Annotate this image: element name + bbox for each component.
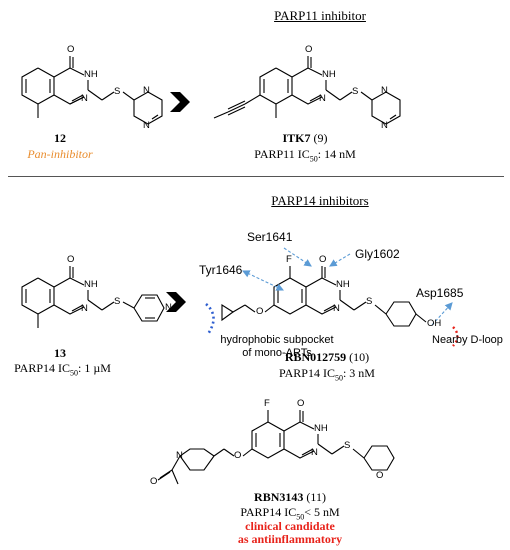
activity-sub: 50 bbox=[334, 373, 343, 383]
atom-n: N bbox=[176, 450, 183, 461]
activity-value: < 5 nM bbox=[304, 505, 340, 519]
atom-nh: NH bbox=[322, 69, 336, 80]
pocket-line-2: of mono-ARTs bbox=[242, 347, 312, 359]
atom-n: N bbox=[143, 120, 150, 131]
activity-sub: 50 bbox=[70, 368, 78, 378]
activity-prefix: PARP14 IC bbox=[240, 505, 297, 519]
parp11-heading: PARP11 inhibitor bbox=[274, 8, 366, 23]
atom-n: N bbox=[311, 447, 318, 458]
pan-inhibitor-label: Pan-inhibitor bbox=[27, 147, 93, 161]
atom-n: N bbox=[165, 302, 172, 313]
atom-nh: NH bbox=[84, 279, 98, 290]
rbn3143-name-text: RBN3143 bbox=[254, 490, 304, 504]
residue-asp1685: Asp1685 bbox=[416, 286, 464, 300]
compound-13-activity: PARP14 IC50: 1 µM bbox=[5, 361, 120, 377]
candidate-line-1: clinical candidate bbox=[245, 519, 335, 533]
rbn3143-number: (11) bbox=[306, 490, 326, 504]
residue-gly1602: Gly1602 bbox=[355, 247, 400, 261]
residue-ser1641: Ser1641 bbox=[247, 230, 293, 244]
atom-n: N bbox=[333, 303, 340, 314]
atom-o: O bbox=[376, 470, 384, 481]
activity-prefix: PARP14 IC bbox=[279, 366, 335, 380]
rbn012759-number: (10) bbox=[349, 350, 370, 364]
atom-nh: NH bbox=[314, 423, 328, 434]
rbn012759-name: RBN012759 (10) bbox=[262, 350, 392, 365]
compound-13-number: 13 bbox=[54, 346, 66, 360]
rbn3143-name: RBN3143 (11) bbox=[230, 490, 350, 505]
atom-o: O bbox=[67, 254, 75, 265]
atom-o: O bbox=[234, 450, 242, 461]
activity-sub: 50 bbox=[296, 512, 305, 522]
candidate-line-2: as antiinflammatory bbox=[237, 532, 343, 546]
dloop-annotation: Nearby D-loop bbox=[432, 334, 503, 346]
atom-s: S bbox=[352, 86, 359, 97]
activity-prefix: PARP11 IC bbox=[254, 147, 310, 161]
atom-s: S bbox=[114, 86, 121, 97]
parp14-heading: PARP14 inhibitors bbox=[271, 193, 369, 208]
atom-n: N bbox=[381, 120, 388, 131]
atom-nh: NH bbox=[336, 279, 350, 290]
atom-o: O bbox=[256, 306, 264, 317]
atom-n: N bbox=[81, 303, 88, 314]
rbn012759-name-text: RBN012759 bbox=[284, 350, 347, 364]
clinical-candidate-label: clinical candidate as antiinflammatory bbox=[215, 520, 365, 546]
itk7-name-text: ITK7 bbox=[282, 131, 311, 145]
rbn012759-activity: PARP14 IC50: 3 nM bbox=[252, 366, 402, 382]
atom-o: O bbox=[319, 254, 327, 265]
atom-o: O bbox=[305, 44, 313, 55]
atom-s: S bbox=[344, 440, 351, 451]
section-divider bbox=[8, 176, 504, 177]
atom-nh: NH bbox=[84, 69, 98, 80]
itk7-activity: PARP11 IC50: 14 nM bbox=[230, 147, 380, 163]
itk7-number: (9) bbox=[313, 131, 328, 145]
activity-sub: 50 bbox=[309, 154, 318, 164]
itk7-name: ITK7 (9) bbox=[250, 131, 360, 146]
atom-n: N bbox=[319, 93, 326, 104]
atom-o: O bbox=[297, 398, 305, 409]
activity-prefix: PARP14 IC bbox=[14, 361, 70, 375]
atom-n: N bbox=[81, 93, 88, 104]
atom-n: N bbox=[381, 85, 388, 96]
activity-value: : 3 nM bbox=[342, 366, 375, 380]
atom-o: O bbox=[67, 44, 75, 55]
residue-tyr1646: Tyr1646 bbox=[199, 263, 243, 277]
atom-o: O bbox=[150, 476, 158, 487]
pocket-line-1: hydrophobic subpocket bbox=[220, 334, 334, 346]
atom-f: F bbox=[286, 254, 292, 265]
atom-s: S bbox=[114, 296, 121, 307]
compound-12-number: 12 bbox=[54, 131, 66, 145]
atom-n: N bbox=[143, 85, 150, 96]
activity-value: : 14 nM bbox=[317, 147, 356, 161]
rbn3143-activity: PARP14 IC50< 5 nM bbox=[215, 505, 365, 521]
activity-value: : 1 µM bbox=[78, 361, 111, 375]
atom-s: S bbox=[366, 296, 373, 307]
atom-oh: OH bbox=[427, 318, 442, 329]
hydrophobic-annotation: hydrophobic subpocket of mono-ARTs bbox=[212, 334, 342, 360]
atom-f: F bbox=[264, 398, 270, 409]
